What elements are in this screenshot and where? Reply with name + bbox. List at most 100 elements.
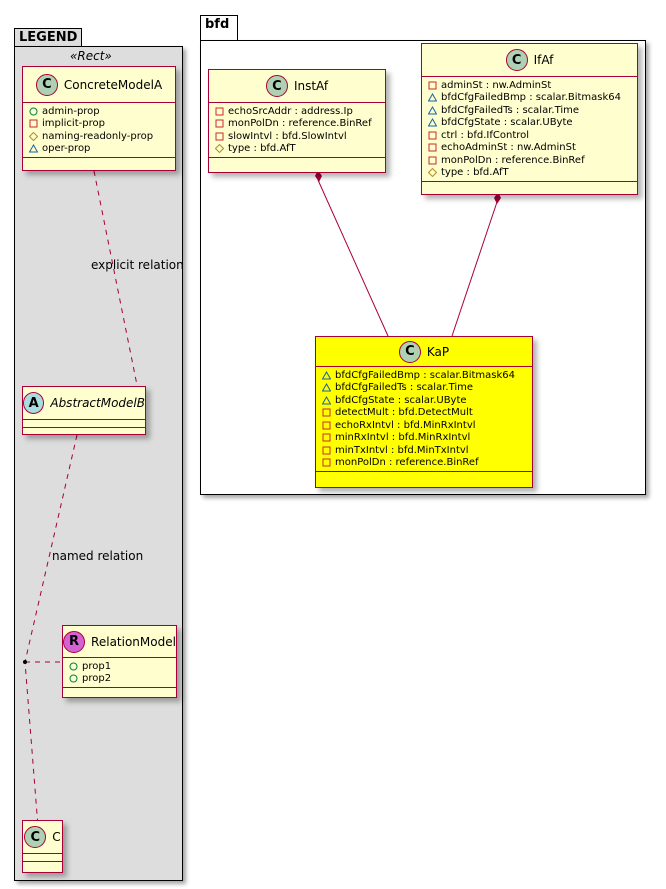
attribute-text: bfdCfgFailedTs : scalar.Time bbox=[441, 104, 580, 116]
class-name: AbstractModelB bbox=[50, 396, 145, 410]
attribute-text: prop1 bbox=[82, 660, 112, 672]
public-visibility-icon bbox=[69, 662, 78, 671]
attribute-row: bfdCfgState : scalar.UByte bbox=[322, 394, 526, 407]
attribute-row: minRxIntvl : bfd.MinRxIntvl bbox=[322, 432, 526, 445]
attribute-row: implicit-prop bbox=[29, 118, 169, 131]
attribute-text: bfdCfgFailedTs : scalar.Time bbox=[335, 382, 474, 394]
attribute-row: echoRxIntvl : bfd.MinRxIntvl bbox=[322, 419, 526, 432]
class-kind-R-icon: R bbox=[63, 630, 86, 653]
attribute-text: ctrl : bfd.IfControl bbox=[441, 129, 530, 141]
attribute-row: bfdCfgFailedTs : scalar.Time bbox=[322, 382, 526, 395]
attribute-text: type : bfd.AfT bbox=[441, 167, 509, 179]
attribute-row: bfdCfgState : scalar.UByte bbox=[428, 117, 631, 130]
package-visibility-icon bbox=[428, 118, 437, 127]
composition-diamond-icon bbox=[494, 192, 501, 204]
class-kind-C-icon: C bbox=[265, 75, 288, 97]
attribute-row: type : bfd.AfT bbox=[215, 143, 379, 156]
class-name: InstAf bbox=[293, 79, 329, 93]
attribute-text: oper-prop bbox=[42, 143, 91, 155]
attribute-text: echoAdminSt : nw.AdminSt bbox=[441, 142, 576, 154]
attribute-text: monPolDn : reference.BinRef bbox=[441, 154, 585, 166]
attribute-text: type : bfd.AfT bbox=[228, 143, 296, 155]
bfd-title: bfd bbox=[205, 17, 230, 32]
legend-package bbox=[14, 46, 183, 881]
attribute-text: minRxIntvl : bfd.MinRxIntvl bbox=[335, 432, 471, 444]
class-kind-C-icon: C bbox=[398, 340, 421, 363]
attribute-row: oper-prop bbox=[29, 143, 169, 156]
attribute-text: admin-prop bbox=[42, 105, 100, 117]
attribute-text: adminSt : nw.AdminSt bbox=[441, 79, 552, 91]
attribute-row: echoSrcAddr : address.Ip bbox=[215, 105, 379, 118]
package-visibility-icon bbox=[322, 370, 331, 380]
attribute-row: echoAdminSt : nw.AdminSt bbox=[428, 142, 631, 155]
attribute-row: bfdCfgFailedBmp : scalar.Bitmask64 bbox=[322, 369, 526, 382]
package-visibility-icon bbox=[29, 144, 38, 153]
private-visibility-icon bbox=[322, 446, 331, 455]
class-kind-C-icon: C bbox=[35, 73, 58, 96]
attribute-text: bfdCfgFailedBmp : scalar.Bitmask64 bbox=[441, 92, 622, 104]
instaf-kap-composition bbox=[317, 179, 389, 337]
private-visibility-icon bbox=[322, 421, 331, 430]
legend-stereotype: «Rect» bbox=[70, 49, 112, 63]
attribute-text: implicit-prop bbox=[42, 118, 105, 130]
private-visibility-icon bbox=[215, 119, 224, 128]
protected-visibility-icon bbox=[215, 144, 224, 154]
attribute-row: bfdCfgFailedBmp : scalar.Bitmask64 bbox=[428, 92, 631, 105]
class-name: IfAf bbox=[533, 53, 554, 67]
named-relation-label: named relation bbox=[52, 549, 144, 563]
explicit-relation-line bbox=[93, 170, 141, 401]
attribute-row: prop1 bbox=[69, 660, 170, 673]
package-visibility-icon bbox=[428, 105, 437, 115]
private-visibility-icon bbox=[215, 132, 224, 141]
class-name: KaP bbox=[426, 344, 450, 359]
protected-visibility-icon bbox=[428, 168, 437, 178]
private-visibility-icon bbox=[322, 408, 331, 417]
class-kind-C-icon: C bbox=[24, 826, 47, 848]
attribute-text: slowIntvl : bfd.SlowIntvl bbox=[228, 130, 347, 142]
attribute-row: adminSt : nw.AdminSt bbox=[428, 79, 631, 92]
class-name: C bbox=[52, 830, 61, 844]
private-visibility-icon bbox=[428, 156, 437, 165]
class-header: C KaP bbox=[316, 337, 532, 367]
attribute-list bbox=[23, 420, 145, 428]
private-visibility-icon bbox=[215, 107, 224, 116]
attribute-text: minTxIntvl : bfd.MinTxIntvl bbox=[335, 444, 469, 456]
private-visibility-icon bbox=[322, 433, 331, 442]
public-visibility-icon bbox=[29, 107, 38, 116]
class-kind-A-icon: A bbox=[23, 392, 45, 414]
attribute-text: detectMult : bfd.DetectMult bbox=[335, 407, 473, 419]
attribute-row: minTxIntvl : bfd.MinTxIntvl bbox=[322, 444, 526, 457]
attribute-row: admin-prop bbox=[29, 105, 169, 118]
class-abstract[interactable]: A AbstractModelB bbox=[22, 386, 146, 435]
private-visibility-icon bbox=[428, 81, 437, 90]
attribute-text: naming-readonly-prop bbox=[42, 130, 154, 142]
legend-package-tab: LEGEND bbox=[14, 28, 82, 47]
attribute-row: ctrl : bfd.IfControl bbox=[428, 129, 631, 142]
legend-title: LEGEND bbox=[19, 30, 78, 45]
attribute-text: bfdCfgState : scalar.UByte bbox=[441, 117, 573, 129]
class-kind-C-icon: C bbox=[505, 49, 528, 71]
private-visibility-icon bbox=[29, 119, 38, 128]
protected-visibility-icon bbox=[29, 131, 38, 141]
attribute-row: monPolDn : reference.BinRef bbox=[428, 154, 631, 167]
attribute-text: monPolDn : reference.BinRef bbox=[228, 118, 372, 130]
attribute-row: naming-readonly-prop bbox=[29, 130, 169, 143]
attribute-text: monPolDn : reference.BinRef bbox=[335, 457, 479, 469]
class-header: C IfAf bbox=[422, 44, 637, 77]
bfd-package-tab: bfd bbox=[200, 15, 238, 41]
attribute-text: echoRxIntvl : bfd.MinRxIntvl bbox=[335, 419, 476, 431]
ifaf-kap-composition bbox=[451, 201, 498, 337]
